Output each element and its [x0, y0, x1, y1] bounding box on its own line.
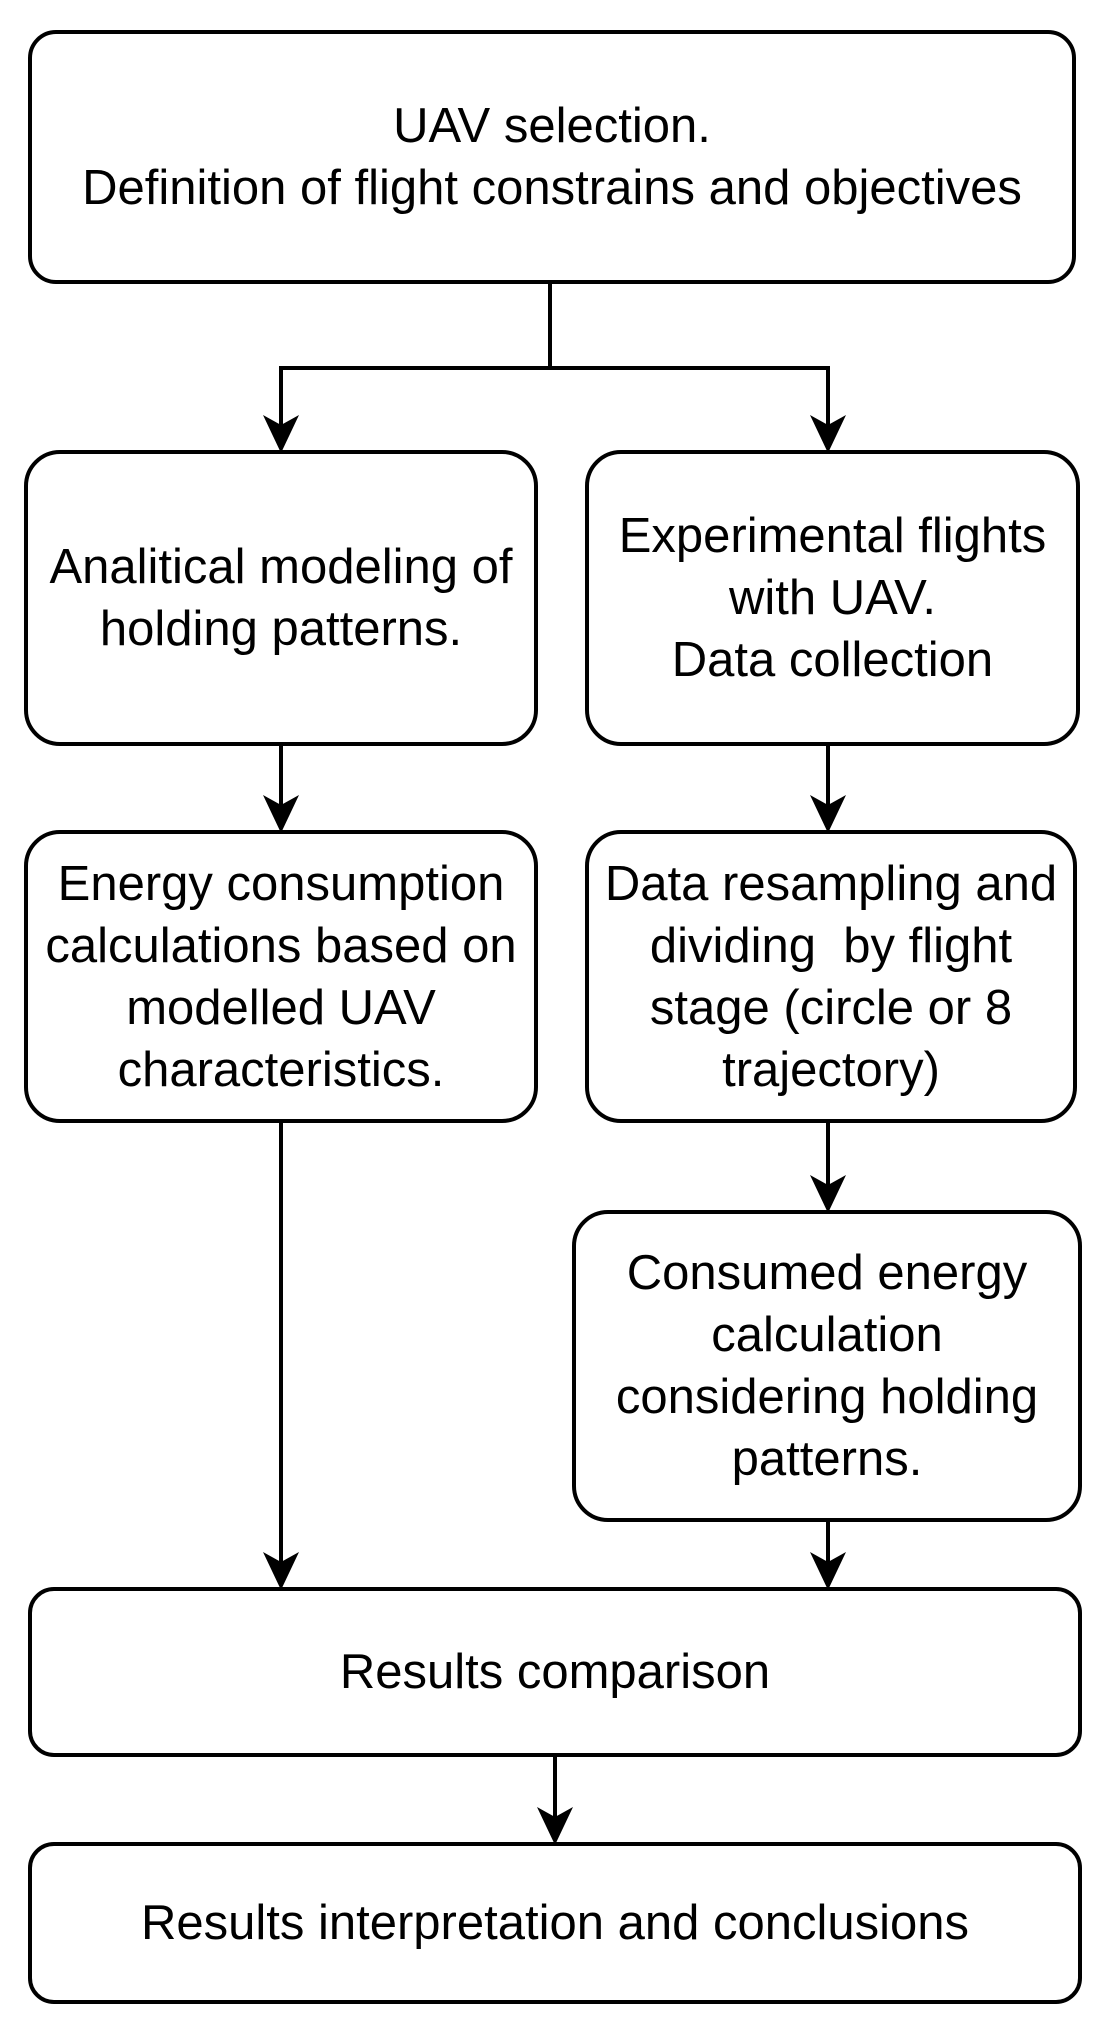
node-results-comparison: Results comparison: [28, 1587, 1082, 1757]
connector-comparison-to-interpretation: [537, 1755, 573, 1845]
node-consumed-energy: Consumed energy calculation considering …: [572, 1210, 1082, 1522]
connector-modeling-to-energy: [263, 744, 299, 833]
node-uav-selection: UAV selection. Definition of flight cons…: [28, 30, 1076, 284]
arrowhead-down-right-branch: [810, 415, 846, 453]
arrowhead-down-icon: [810, 1175, 846, 1213]
node-results-interpretation: Results interpretation and conclusions: [28, 1842, 1082, 2004]
node-experimental-flights: Experimental flights with UAV. Data coll…: [585, 450, 1080, 746]
connector-consumed-to-comparison: [810, 1520, 846, 1590]
node-data-resampling: Data resampling and dividing by flight s…: [585, 830, 1077, 1123]
node-analytical-modeling: Analitical modeling of holding patterns.: [24, 450, 538, 746]
node-analytical-modeling-label: Analitical modeling of holding patterns.: [49, 540, 513, 656]
connector-flights-to-resampling: [810, 744, 846, 833]
node-energy-consumption: Energy consumption calculations based on…: [24, 830, 538, 1123]
arrowhead-down-icon: [537, 1807, 573, 1845]
connector-energy-to-comparison: [263, 1121, 299, 1590]
node-consumed-energy-label: Consumed energy calculation considering …: [615, 1246, 1039, 1486]
arrowhead-down-left-branch: [263, 415, 299, 453]
connector-resampling-to-consumed: [810, 1121, 846, 1213]
node-uav-selection-label: UAV selection. Definition of flight cons…: [82, 99, 1022, 215]
arrowhead-down-icon: [263, 795, 299, 833]
node-energy-consumption-label: Energy consumption calculations based on…: [45, 856, 517, 1097]
node-experimental-flights-label: Experimental flights with UAV. Data coll…: [618, 509, 1047, 687]
arrowhead-down-icon: [810, 1552, 846, 1590]
node-results-comparison-label: Results comparison: [339, 1645, 771, 1699]
connector-split: [263, 282, 846, 453]
node-results-interpretation-label: Results interpretation and conclusions: [140, 1896, 970, 1950]
arrowhead-down-icon: [263, 1552, 299, 1590]
node-data-resampling-label: Data resampling and dividing by flight s…: [604, 856, 1058, 1097]
arrowhead-down-icon: [810, 795, 846, 833]
